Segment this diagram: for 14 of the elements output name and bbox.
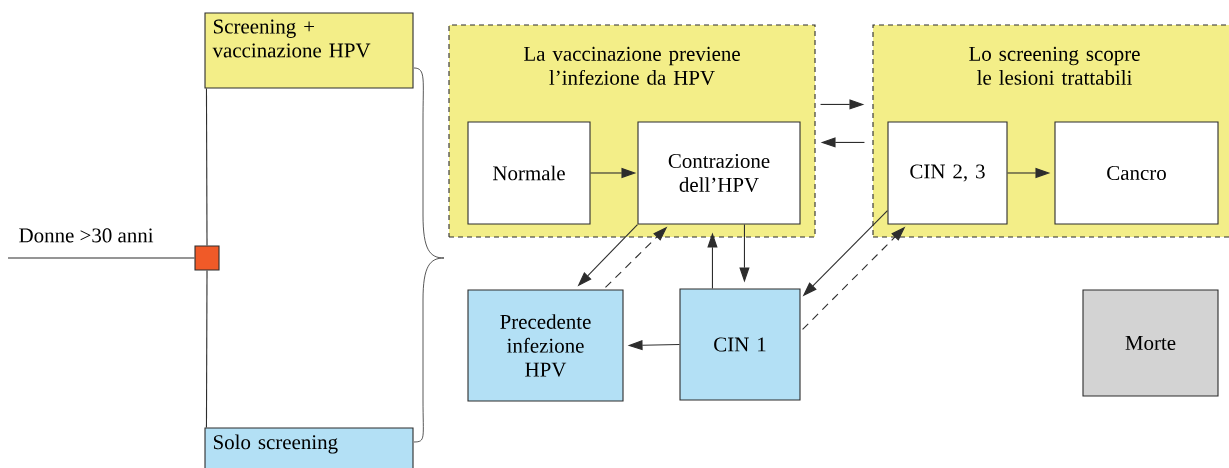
state-box: Cancro [1054, 121, 1219, 225]
state-box: Normale [467, 121, 591, 225]
connector-line [7, 257, 195, 259]
state-box: Morte [1082, 289, 1219, 397]
state-box: Precedente infezione HPV [467, 289, 624, 402]
option-box: Solo screening [204, 427, 414, 468]
label-text: Donne >30 anni [19, 228, 154, 243]
state-box: CIN 2, 3 [887, 121, 1008, 225]
connector-line [205, 270, 208, 428]
state-box: CIN 1 [679, 288, 801, 401]
option-box: Screening + vaccinazione HPV [204, 12, 414, 89]
connector-line [205, 88, 208, 246]
state-box: Contrazione dell’HPV [637, 121, 801, 225]
junction-square [194, 245, 220, 271]
